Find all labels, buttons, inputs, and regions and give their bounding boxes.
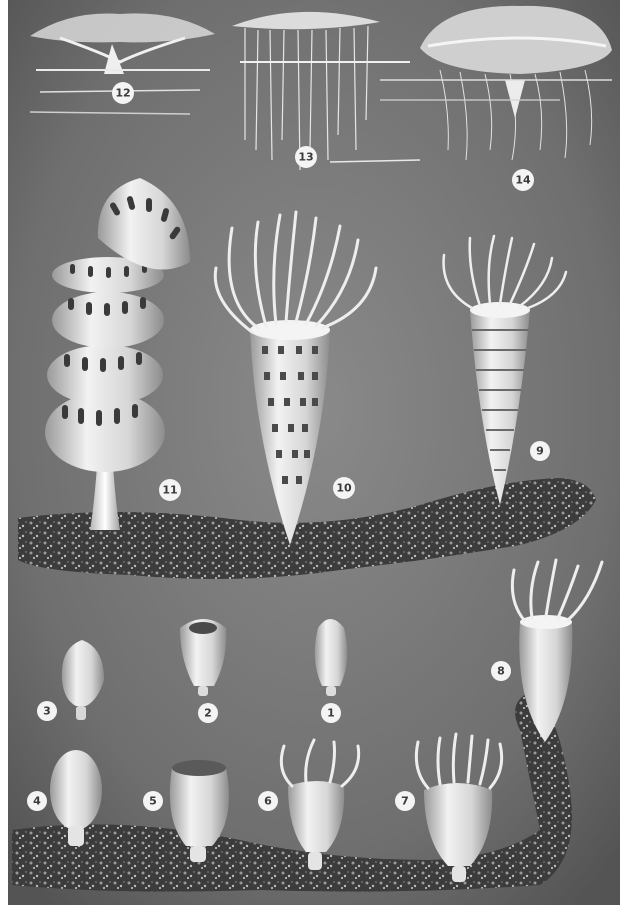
svg-text:6: 6 bbox=[264, 795, 272, 808]
svg-text:10: 10 bbox=[336, 482, 352, 495]
svg-text:8: 8 bbox=[497, 665, 505, 678]
svg-text:14: 14 bbox=[515, 174, 531, 187]
label-stage-11: 11 bbox=[159, 479, 181, 501]
label-stage-5: 5 bbox=[143, 791, 163, 811]
label-stage-8: 8 bbox=[491, 661, 511, 681]
svg-text:1: 1 bbox=[327, 707, 335, 720]
label-stage-9: 9 bbox=[530, 441, 550, 461]
svg-text:7: 7 bbox=[401, 795, 409, 808]
label-stage-12: 12 bbox=[112, 82, 134, 104]
label-stage-4: 4 bbox=[27, 791, 47, 811]
svg-text:3: 3 bbox=[43, 705, 51, 718]
svg-text:11: 11 bbox=[162, 484, 177, 497]
label-stage-13: 13 bbox=[295, 146, 317, 168]
label-stage-1: 1 bbox=[321, 703, 341, 723]
label-stage-14: 14 bbox=[512, 169, 534, 191]
svg-text:9: 9 bbox=[536, 445, 544, 458]
label-stage-10: 10 bbox=[333, 477, 355, 499]
svg-text:5: 5 bbox=[149, 795, 157, 808]
svg-text:13: 13 bbox=[298, 151, 313, 164]
label-stage-3: 3 bbox=[37, 701, 57, 721]
label-stage-2: 2 bbox=[198, 703, 218, 723]
label-stage-6: 6 bbox=[258, 791, 278, 811]
svg-text:2: 2 bbox=[204, 707, 212, 720]
svg-text:4: 4 bbox=[33, 795, 41, 808]
svg-text:12: 12 bbox=[115, 87, 130, 100]
label-stage-7: 7 bbox=[395, 791, 415, 811]
